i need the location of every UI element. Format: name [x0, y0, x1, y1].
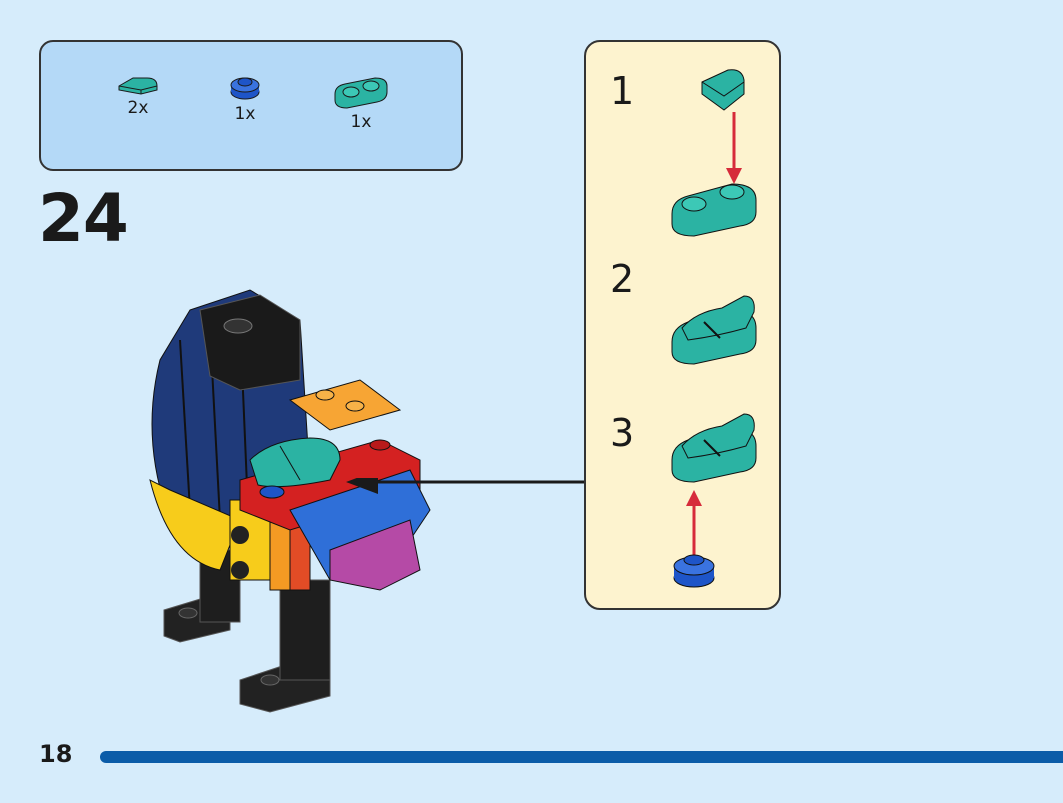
- part-teal-two-stud-plate: 1x: [331, 72, 391, 132]
- teal-curved-tile-icon: [118, 77, 158, 95]
- substep-number: 2: [610, 257, 635, 301]
- teal-two-stud-plate-icon: [334, 77, 388, 109]
- callout-arrow: [346, 478, 584, 494]
- part-teal-curved-tile: 2x: [115, 72, 161, 118]
- part-quantity: 1x: [350, 112, 372, 132]
- part-quantity: 1x: [234, 104, 256, 124]
- blue-round-plate-icon: [230, 77, 260, 100]
- substep-number: 1: [610, 69, 635, 113]
- step-number: 24: [38, 180, 129, 257]
- substep-1-illustration: [671, 69, 757, 237]
- substep-3-illustration: [671, 413, 757, 588]
- part-blue-round-plate: 1x: [227, 72, 263, 124]
- part-quantity: 2x: [127, 98, 149, 118]
- substep-number: 3: [610, 411, 635, 455]
- progress-bar: [100, 751, 1063, 763]
- sub-assembly-callout: 1 2 3: [584, 40, 781, 610]
- model-illustration: [149, 289, 431, 713]
- substep-2-illustration: [671, 295, 757, 365]
- page-number: 18: [39, 740, 73, 768]
- parts-list: 2x 1x 1x: [39, 40, 463, 171]
